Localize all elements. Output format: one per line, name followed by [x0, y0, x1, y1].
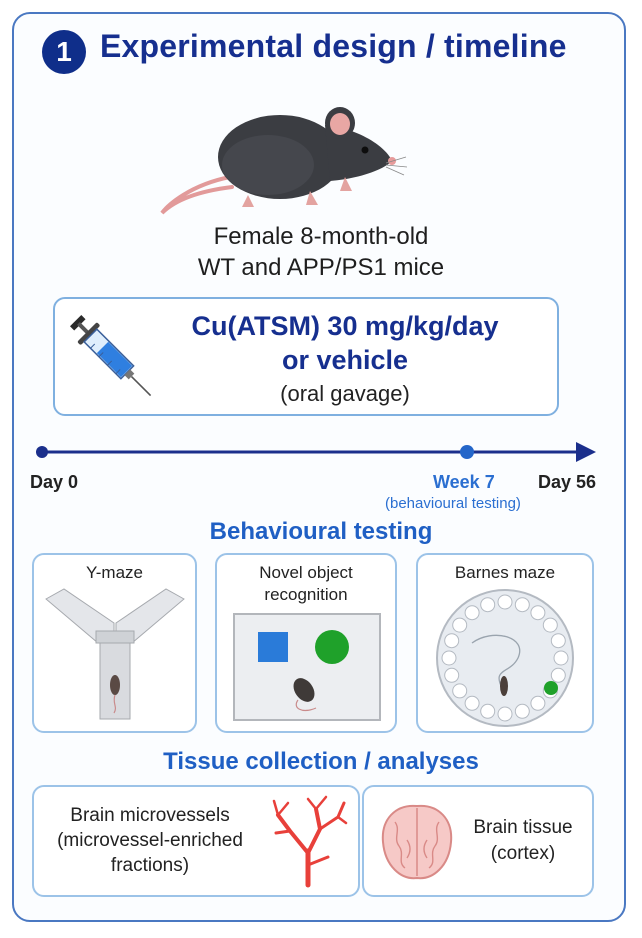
barnes-hole: [452, 617, 468, 633]
barnes-hole: [530, 605, 546, 621]
timeline-start-dot: [36, 446, 48, 458]
timeline-milestone-dot: [460, 445, 474, 459]
nor-arena-icon: [232, 612, 382, 722]
barnes-hole: [464, 695, 480, 711]
barnes-hole: [497, 594, 513, 610]
barnes-hole: [550, 633, 566, 649]
treatment-box: [53, 297, 559, 416]
y-maze-icon: [40, 585, 190, 725]
brain-tissue-line2: (cortex): [490, 843, 556, 864]
microvessels-line2: (microvessel-enriched: [57, 830, 243, 851]
barnes-hole: [514, 703, 530, 719]
familiar-object: [258, 632, 288, 662]
subjects-line2: WT and APP/PS1 mice: [197, 254, 445, 281]
barnes-hole: [550, 667, 566, 683]
mouse-icon: [160, 95, 410, 215]
nor-label-line1: Novel object: [259, 563, 353, 582]
timeline-start-label: Day 0: [30, 472, 79, 492]
barnes-hole: [542, 617, 558, 633]
treatment-dose: Cu(ATSM) 30 mg/kg/day: [191, 311, 499, 341]
barnes-hole: [553, 650, 569, 666]
escape-hole: [544, 681, 558, 695]
barnes-hole: [530, 695, 546, 711]
y-maze-label: Y-maze: [85, 563, 143, 582]
barnes-hole: [497, 706, 513, 722]
panel-title: Experimental design / timeline: [100, 28, 567, 64]
barnes-hole: [444, 633, 460, 649]
timeline-arrow: [30, 438, 600, 468]
microvessel-icon: [268, 793, 348, 888]
microvessels-line3: fractions): [110, 855, 190, 876]
tissue-section-title: Tissue collection / analyses: [163, 748, 479, 775]
timeline-milestone-note: (behavioural testing): [385, 495, 521, 512]
barnes-hole: [441, 650, 457, 666]
brain-tissue-line1: Brain tissue: [473, 817, 573, 838]
microvessels-card: [32, 785, 360, 897]
barnes-label: Barnes maze: [454, 563, 556, 582]
barnes-hole: [464, 605, 480, 621]
step-number-badge: 1: [42, 30, 86, 74]
nor-label-line2: recognition: [264, 585, 348, 604]
barnes-hole: [480, 597, 496, 613]
microvessels-line1: Brain microvessels: [70, 805, 230, 826]
novel-object: [315, 630, 349, 664]
timeline-milestone-label: Week 7: [433, 472, 495, 492]
subjects-line1: Female 8-month-old: [213, 223, 429, 250]
barnes-hole: [444, 667, 460, 683]
barnes-maze-icon: [432, 588, 578, 728]
brain-icon: [377, 800, 457, 884]
barnes-hole: [480, 703, 496, 719]
barnes-hole: [514, 597, 530, 613]
syringe-icon: [64, 304, 159, 409]
treatment-route: (oral gavage): [280, 381, 410, 406]
treatment-alternative: or vehicle: [281, 345, 409, 375]
barnes-hole: [452, 683, 468, 699]
timeline-end-label: Day 56: [538, 472, 597, 492]
behaviour-section-title: Behavioural testing: [209, 518, 433, 545]
